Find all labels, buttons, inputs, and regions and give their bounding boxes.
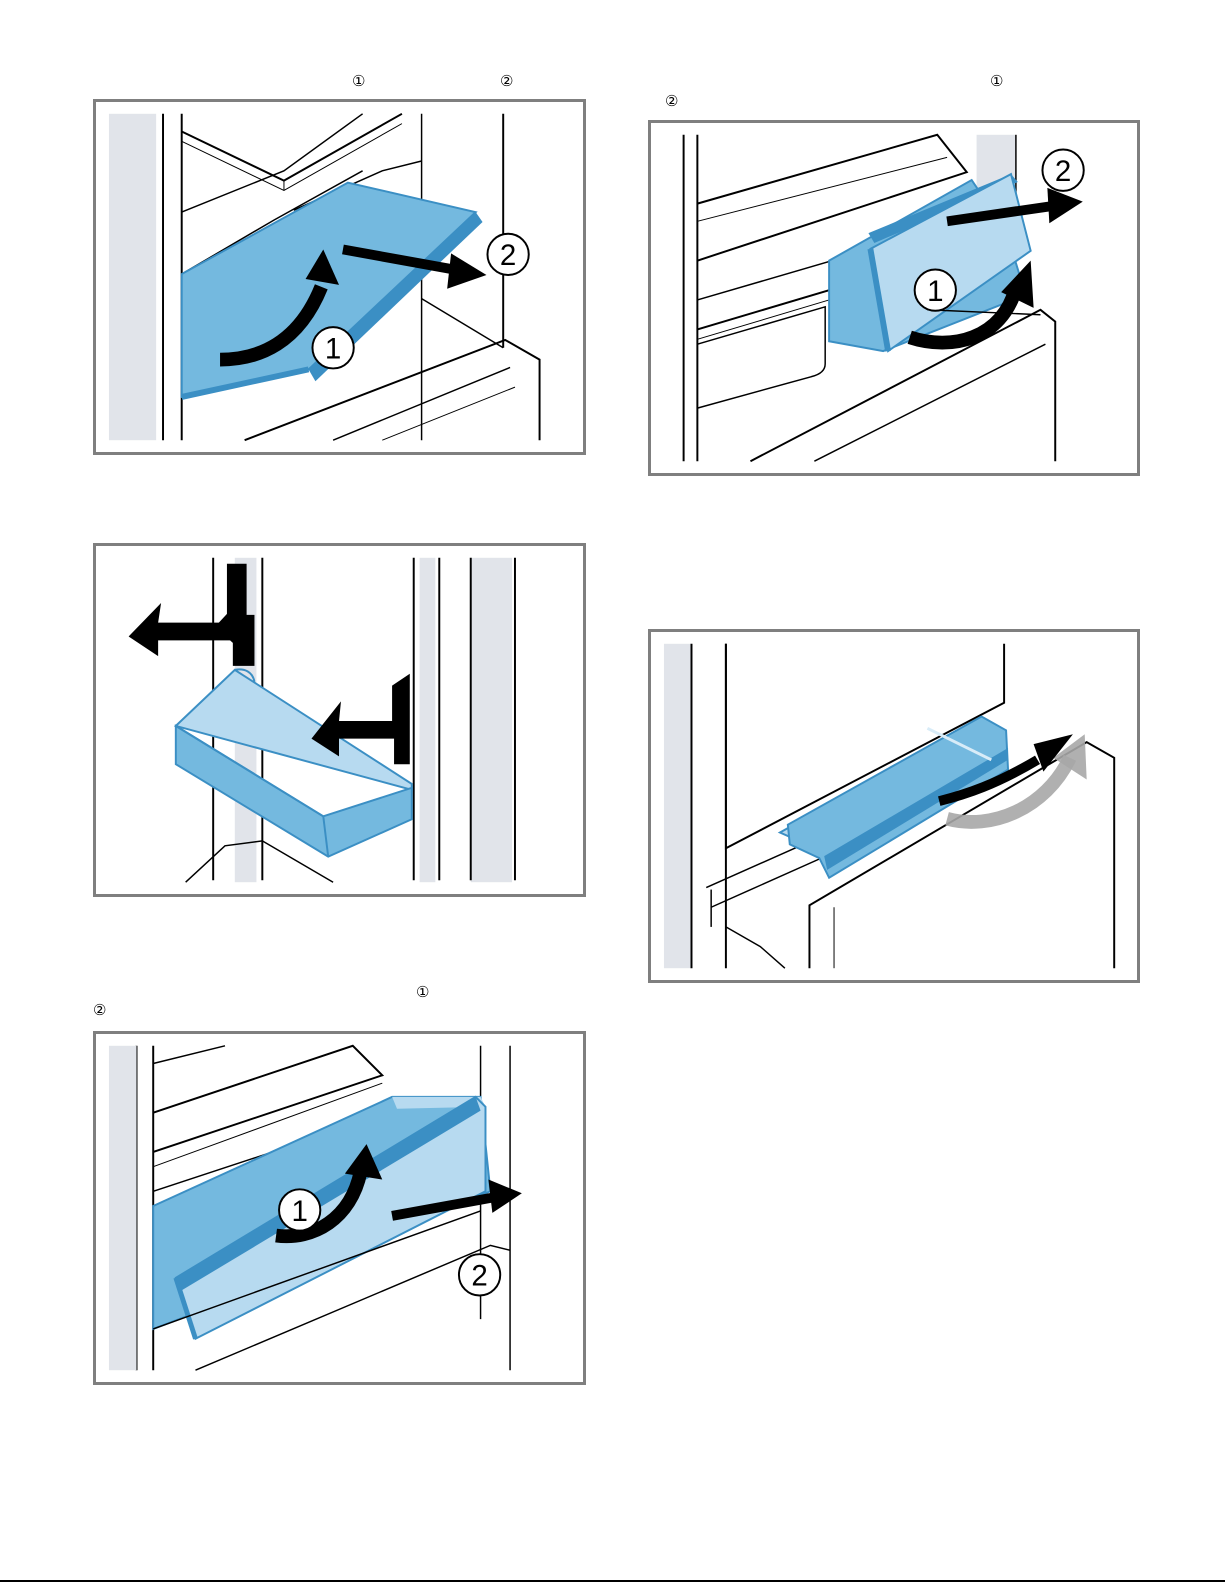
figure-shelf-removal: 1 2 bbox=[93, 99, 586, 455]
side-wall bbox=[109, 114, 156, 440]
callout-two: 2 bbox=[1055, 155, 1071, 188]
figure-small-drawer bbox=[648, 629, 1140, 983]
small-drawer-illustration bbox=[651, 632, 1137, 980]
callout-one: 1 bbox=[291, 1195, 307, 1228]
marker-one: ① bbox=[990, 74, 1003, 90]
marker-two: ② bbox=[665, 94, 678, 110]
figure-door-shelf-removal bbox=[93, 543, 586, 897]
callout-one: 1 bbox=[927, 275, 943, 308]
door-shelf-illustration bbox=[96, 546, 583, 894]
callout-two: 2 bbox=[500, 239, 516, 272]
shelf-illustration: 1 2 bbox=[96, 102, 583, 452]
callout-two: 2 bbox=[471, 1260, 487, 1293]
marker-two: ② bbox=[500, 74, 513, 90]
marker-two: ② bbox=[93, 1003, 106, 1019]
figure-drawer-removal: 1 2 bbox=[648, 120, 1140, 476]
figure-vegetable-drawer-removal: 1 2 bbox=[93, 1031, 586, 1385]
callout-one: 1 bbox=[325, 333, 341, 366]
footer-rule bbox=[0, 1580, 1225, 1582]
marker-one: ① bbox=[416, 985, 429, 1001]
drawer-illustration: 1 2 bbox=[651, 123, 1137, 473]
vegetable-drawer-illustration: 1 2 bbox=[96, 1034, 583, 1382]
marker-one: ① bbox=[352, 74, 365, 90]
